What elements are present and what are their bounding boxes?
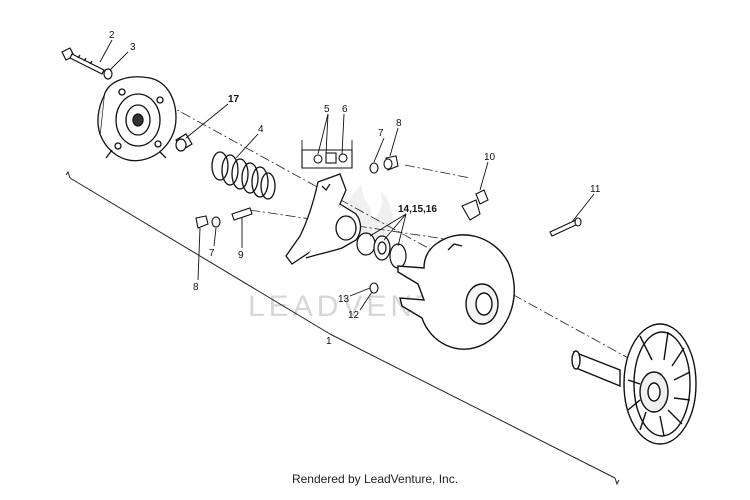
part-9-sleeve (231, 207, 253, 221)
callout-11: 11 (590, 184, 601, 195)
callout-8-lower: 8 (193, 282, 199, 293)
callout-13: 13 (338, 294, 350, 305)
part-10-weight (461, 189, 489, 221)
callout-9: 9 (238, 250, 244, 261)
cover-plate (97, 76, 177, 162)
center-axis (149, 94, 691, 393)
callout-12: 12 (348, 310, 360, 321)
part-14-15-16-rings (356, 232, 407, 269)
callout-10: 10 (484, 152, 496, 163)
part-17-bushing (175, 133, 193, 152)
callout-14-15-16: 14,15,16 (398, 204, 437, 215)
callout-1: 1 (326, 336, 332, 347)
callout-17: 17 (228, 94, 240, 105)
callout-4: 4 (258, 124, 264, 135)
leader-lines (99, 39, 595, 311)
part-8-cap-upper (383, 155, 399, 171)
assembly-bracket (65, 170, 620, 486)
part-5-6-rollers (301, 149, 353, 169)
callout-7-lower: 7 (209, 248, 215, 259)
part-11-pin (549, 217, 582, 237)
part-12-13-fasteners (369, 282, 379, 294)
callout-2: 2 (109, 30, 115, 41)
part-7-8-lower (195, 215, 221, 229)
callout-8-upper: 8 (396, 118, 402, 129)
movable-sheave (397, 234, 515, 350)
callout-6: 6 (342, 104, 348, 115)
part-3-washer (103, 68, 113, 80)
spider-bracket (285, 173, 362, 265)
part-7-ring-upper (369, 162, 379, 174)
footer-credit: Rendered by LeadVenture, Inc. (291, 472, 459, 486)
part-4-spring (211, 151, 276, 200)
callout-7-upper: 7 (378, 128, 384, 139)
fixed-sheave (571, 323, 697, 445)
callout-3: 3 (130, 42, 136, 53)
callout-5: 5 (324, 104, 330, 115)
part-2-bolt (61, 47, 105, 75)
